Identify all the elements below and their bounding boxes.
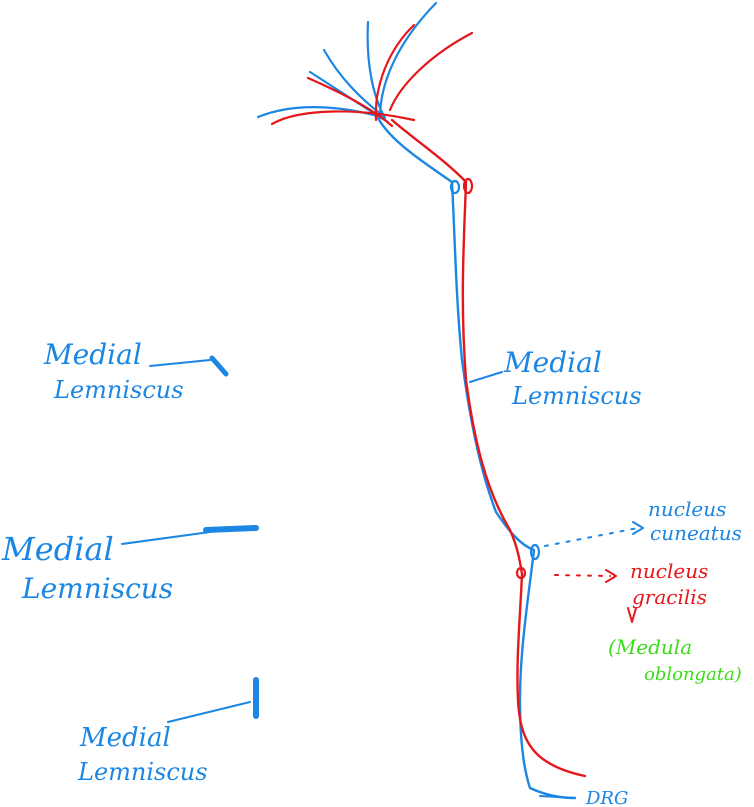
left-top-label: Medial Lemniscus bbox=[43, 338, 184, 404]
left-top-line2: Lemniscus bbox=[53, 376, 184, 404]
fan-fiber-red-2 bbox=[306, 76, 394, 128]
left-top-leader bbox=[149, 359, 211, 367]
cortical-fan bbox=[256, 1, 474, 128]
nucleus-cuneatus-node bbox=[529, 543, 541, 561]
left-bottom-line2: Lemniscus bbox=[77, 758, 208, 786]
drg-label: DRG bbox=[585, 788, 628, 807]
tract-label: Medial Lemniscus bbox=[503, 346, 642, 410]
nucleus-gracilis-line1: nucleus bbox=[630, 559, 708, 583]
left-top-line1: Medial bbox=[43, 338, 142, 371]
tract-label-line2: Lemniscus bbox=[511, 382, 642, 410]
fan-fiber-blue-4 bbox=[378, 1, 438, 120]
left-middle-marker bbox=[203, 525, 259, 533]
blue-pathway bbox=[376, 116, 577, 800]
medulla-line2: oblongata) bbox=[644, 664, 742, 685]
fan-fiber-red-1 bbox=[270, 110, 416, 126]
left-top-marker bbox=[209, 355, 229, 377]
left-middle-line1: Medial bbox=[1, 530, 114, 568]
cuneatus-arrowhead bbox=[632, 521, 644, 535]
drg-leader bbox=[539, 795, 576, 799]
fan-fiber-blue-1 bbox=[256, 106, 387, 120]
red-pathway bbox=[390, 118, 587, 778]
fan-fiber-red-4 bbox=[388, 31, 474, 112]
nucleus-gracilis-label: nucleus gracilis bbox=[630, 559, 708, 609]
tract-label-leader bbox=[469, 371, 503, 383]
left-middle-label: Medial Lemniscus bbox=[1, 530, 173, 605]
medulla-label: (Medula oblongata) bbox=[608, 635, 742, 685]
tract-label-line1: Medial bbox=[503, 346, 602, 379]
nucleus-cuneatus-label: nucleus cuneatus bbox=[648, 497, 742, 545]
medulla-line1: (Medula bbox=[608, 635, 692, 659]
left-bottom-line1: Medial bbox=[79, 723, 171, 753]
left-bottom-label: Medial Lemniscus bbox=[77, 723, 208, 786]
cuneatus-leader bbox=[544, 527, 639, 547]
nucleus-cuneatus-line2: cuneatus bbox=[650, 521, 742, 545]
nucleus-gracilis-node bbox=[515, 566, 527, 580]
left-middle-line2: Lemniscus bbox=[21, 572, 173, 605]
left-bottom-leader bbox=[167, 701, 251, 723]
medulla-bracket bbox=[627, 607, 637, 623]
left-middle-leader bbox=[121, 531, 211, 545]
fan-fiber-red-3 bbox=[374, 23, 416, 122]
nucleus-gracilis-line2: gracilis bbox=[632, 585, 707, 609]
thalamus-relay-blue bbox=[449, 179, 461, 195]
gracilis-arrowhead bbox=[605, 569, 617, 583]
gracilis-leader bbox=[554, 574, 611, 577]
thalamus-relay-red bbox=[462, 177, 474, 195]
nucleus-cuneatus-line1: nucleus bbox=[648, 497, 726, 521]
